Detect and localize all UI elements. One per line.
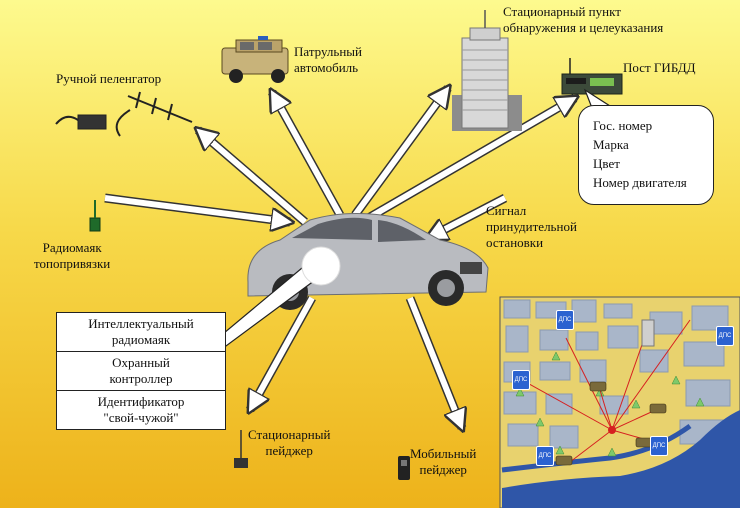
callout-row: Охранный контроллер	[57, 351, 225, 390]
building-icon	[452, 10, 522, 131]
arrow-to-patrol-car	[268, 92, 344, 218]
radio-station-icon	[561, 58, 623, 95]
arrow-to-gibdd-post	[362, 94, 575, 224]
beacon-marker	[217, 246, 341, 347]
arrow-to-station-point	[351, 88, 448, 218]
city-map	[499, 296, 740, 508]
patrol-car-label: Патрульный автомобиль	[294, 44, 362, 75]
gibdd-field: Цвет	[593, 156, 620, 171]
hand-finder-label: Ручной пеленгатор	[56, 71, 162, 86]
mobile-pager-icon	[398, 456, 410, 480]
arrow-to-hand-finder	[198, 130, 308, 226]
dps-badge: ДПС	[556, 310, 574, 330]
dps-badge: ДПС	[716, 326, 734, 346]
callout-row: Идентификатор "свой-чужой"	[57, 390, 225, 429]
beacon-callout: Интеллектуальный радиомаяк Охранный конт…	[56, 312, 226, 430]
gibdd-field: Номер двигателя	[593, 175, 687, 190]
stop-signal-label: Сигнал принудительной остановки	[486, 203, 577, 250]
stationary-pager-icon	[234, 430, 248, 468]
gibdd-post-label: Пост ГИБДД	[623, 60, 696, 75]
arrows	[104, 88, 575, 428]
hand-finder-icon	[55, 91, 193, 137]
arrow-to-mobile-pager	[405, 296, 462, 428]
beacon-icon	[89, 200, 101, 232]
dps-badge: ДПС	[650, 436, 668, 456]
map-vehicles	[555, 381, 667, 466]
beacon-label: Радиомаяк топопривязки	[34, 240, 111, 271]
dps-badge: ДПС	[536, 446, 554, 466]
arrow-stop-signal	[428, 194, 508, 242]
patrol-car-icon	[221, 36, 289, 83]
arrow-from-beacon	[104, 193, 290, 222]
gibdd-field: Гос. номер	[593, 118, 653, 133]
stationary-pager-label: Стационарный пейджер	[248, 427, 331, 458]
gibdd-field: Марка	[593, 137, 629, 152]
arrow-to-stationary-pager	[246, 295, 316, 410]
callout-row: Интеллектуальный радиомаяк	[88, 316, 194, 347]
gibdd-info-bubble: Гос. номер Марка Цвет Номер двигателя	[578, 105, 714, 205]
mobile-pager-label: Мобильный пейджер	[410, 446, 477, 477]
dps-badge: ДПС	[512, 370, 530, 390]
station-point-label: Стационарный пункт обнаружения и целеука…	[503, 4, 664, 35]
